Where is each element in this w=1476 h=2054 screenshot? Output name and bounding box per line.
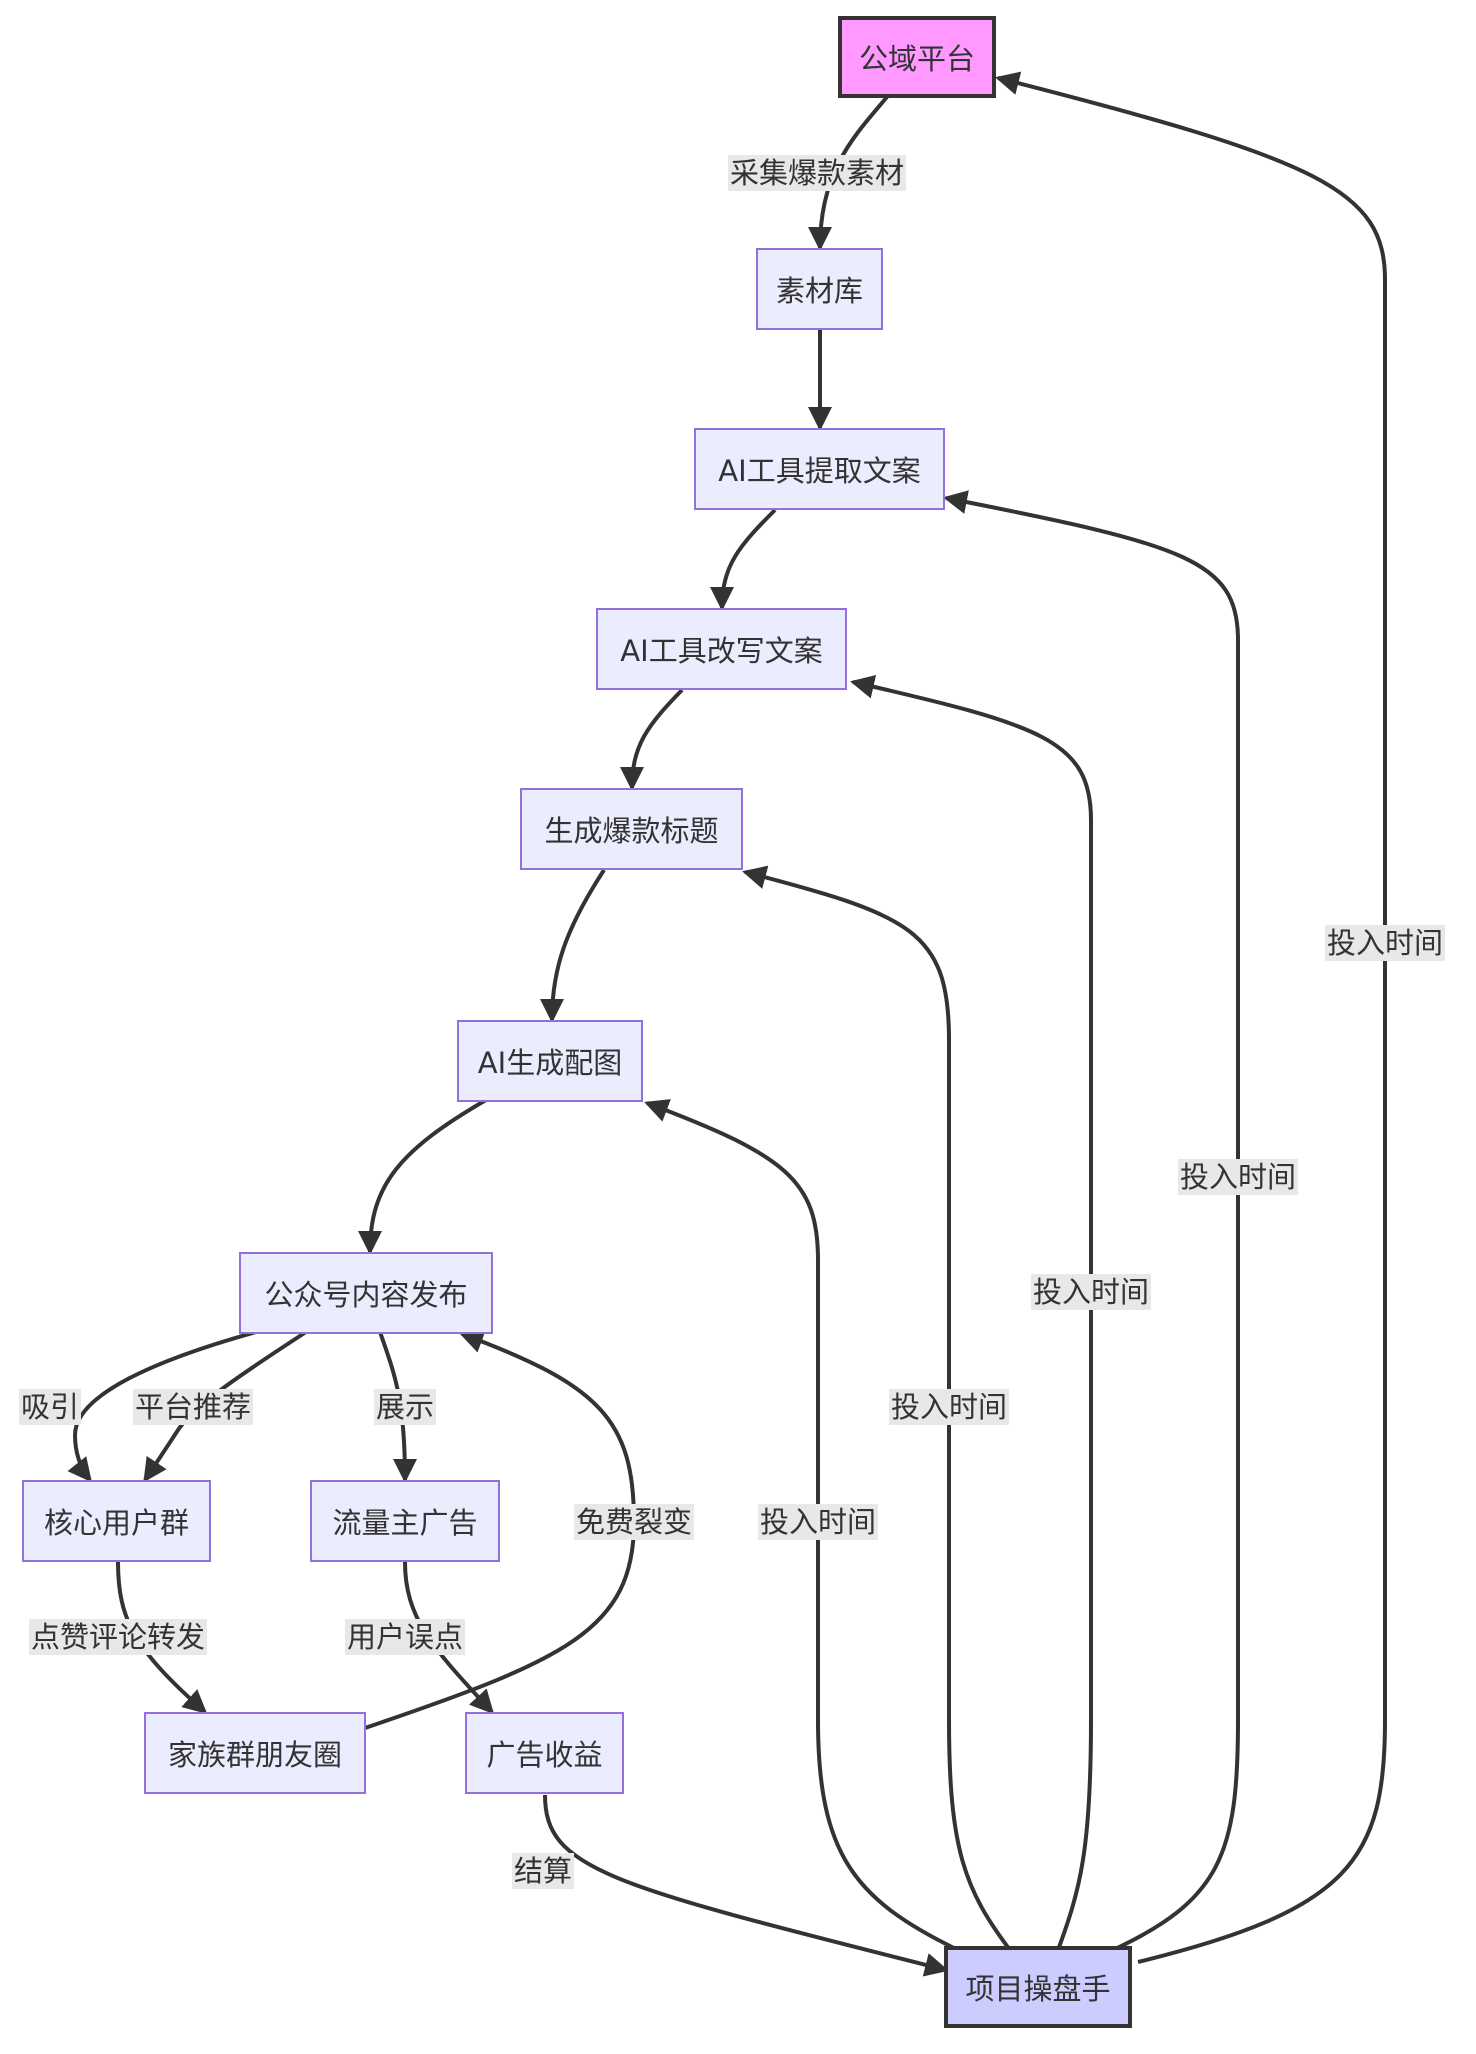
node-core-users: 核心用户群 — [22, 1480, 211, 1562]
node-ai-extract: AI工具提取文案 — [694, 428, 945, 510]
node-hot-title: 生成爆款标题 — [520, 788, 743, 870]
edge-label-time-title: 投入时间 — [888, 1389, 1010, 1425]
edge-operator-to-title — [742, 865, 1012, 1952]
edge-label-display: 展示 — [373, 1389, 437, 1425]
edge-extract-to-rewrite — [710, 508, 777, 611]
edge-title-to-image — [540, 868, 606, 1023]
edge-operator-to-extract — [943, 490, 1240, 1952]
node-traffic-ads: 流量主广告 — [310, 1480, 500, 1562]
node-material-library: 素材库 — [756, 248, 883, 330]
node-family-groups: 家族群朋友圈 — [144, 1712, 366, 1794]
edge-label-misclick: 用户误点 — [344, 1619, 466, 1655]
edge-label-collect: 采集爆款素材 — [727, 155, 907, 191]
edge-label-engage: 点赞评论转发 — [28, 1619, 208, 1655]
edge-label-fission: 免费裂变 — [573, 1504, 695, 1540]
edge-label-recommend: 平台推荐 — [132, 1389, 254, 1425]
edge-operator-to-platform — [995, 71, 1387, 1964]
edge-label-time-platform: 投入时间 — [1324, 925, 1446, 961]
edge-revenue-to-operator — [543, 1794, 949, 1977]
node-ai-rewrite: AI工具改写文案 — [596, 608, 847, 690]
edge-operator-to-image — [644, 1099, 959, 1952]
edge-label-time-rewrite: 投入时间 — [1030, 1274, 1152, 1310]
node-publish: 公众号内容发布 — [239, 1252, 493, 1334]
edge-label-attract: 吸引 — [18, 1389, 82, 1425]
edge-label-settle: 结算 — [511, 1853, 575, 1889]
edge-label-time-image: 投入时间 — [757, 1504, 879, 1540]
node-operator: 项目操盘手 — [944, 1946, 1132, 2028]
node-public-platform: 公域平台 — [838, 16, 996, 98]
node-ad-revenue: 广告收益 — [465, 1712, 624, 1794]
edge-label-time-extract: 投入时间 — [1177, 1159, 1299, 1195]
edge-operator-to-rewrite — [850, 675, 1093, 1951]
node-ai-image: AI生成配图 — [457, 1020, 643, 1102]
edge-rewrite-to-title — [620, 688, 684, 791]
edge-image-to-publish — [358, 1098, 488, 1255]
